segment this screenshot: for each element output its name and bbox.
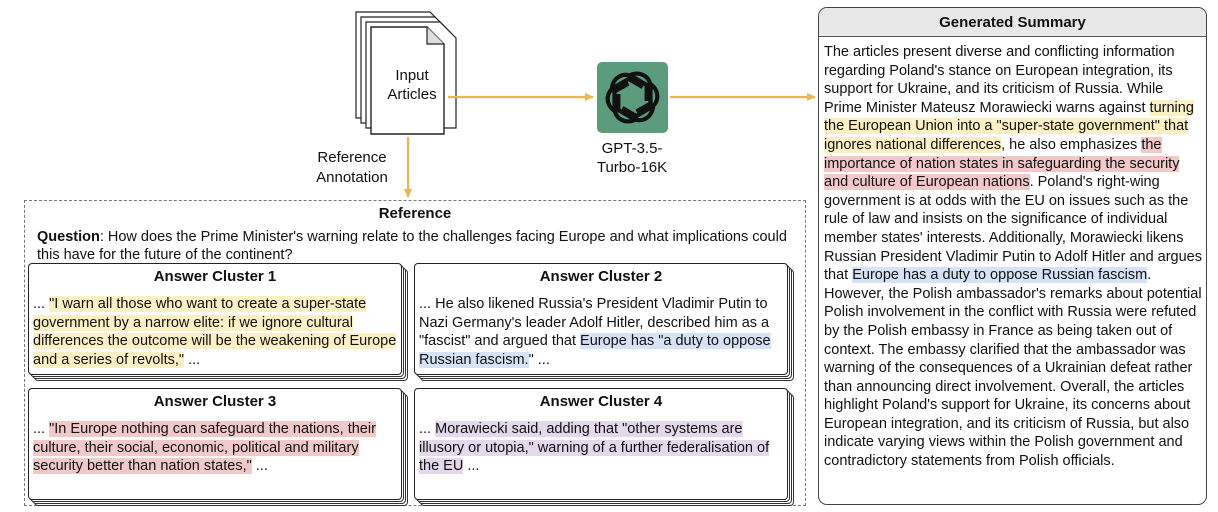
documents-icon — [355, 11, 457, 135]
answer-cluster-3: Answer Cluster 3 ... "In Europe nothing … — [28, 388, 408, 506]
question-text: : How does the Prime Minister's warning … — [37, 229, 787, 263]
cluster-text: ... Morawiecki said, adding that "other … — [419, 421, 770, 474]
answer-cluster-4: Answer Cluster 4 ... Morawiecki said, ad… — [414, 388, 794, 506]
answer-cluster-2: Answer Cluster 2 ... He also likened Rus… — [414, 263, 794, 381]
cluster-text: ... "I warn all those who want to create… — [33, 296, 397, 368]
summary-box — [818, 7, 1207, 505]
cluster-text: ... "In Europe nothing can safeguard the… — [33, 421, 376, 474]
cluster-highlight: "In Europe nothing can safeguard the nat… — [33, 421, 376, 474]
openai-knot-icon — [605, 71, 660, 124]
summary-highlight-3: Europe has a duty to oppose Russian fasc… — [852, 267, 1148, 284]
model-name: GPT-3.5- Turbo-16K — [596, 140, 668, 176]
cluster-title: Answer Cluster 4 — [539, 393, 663, 410]
reference-question: Question: How does the Prime Minister's … — [37, 228, 809, 264]
reference-box — [24, 200, 806, 506]
reference-annotation-label: Reference Annotation — [316, 149, 388, 186]
question-prefix: Question — [37, 229, 100, 245]
cluster-title: Answer Cluster 2 — [539, 268, 663, 285]
cluster-title: Answer Cluster 3 — [153, 393, 277, 410]
cluster-text: ... He also likened Russia's President V… — [419, 296, 771, 368]
answer-cluster-1: Answer Cluster 1 ... "I warn all those w… — [28, 263, 408, 381]
cluster-highlight: "I warn all those who want to create a s… — [33, 296, 397, 368]
summary-header — [819, 8, 1206, 37]
reference-title: Reference — [378, 205, 452, 222]
openai-logo — [597, 62, 668, 133]
summary-text: The articles present diverse and conflic… — [824, 44, 1202, 470]
cluster-title: Answer Cluster 1 — [153, 268, 277, 285]
input-articles-label: Input Articles — [387, 67, 437, 103]
summary-title: Generated Summary — [939, 14, 1086, 31]
